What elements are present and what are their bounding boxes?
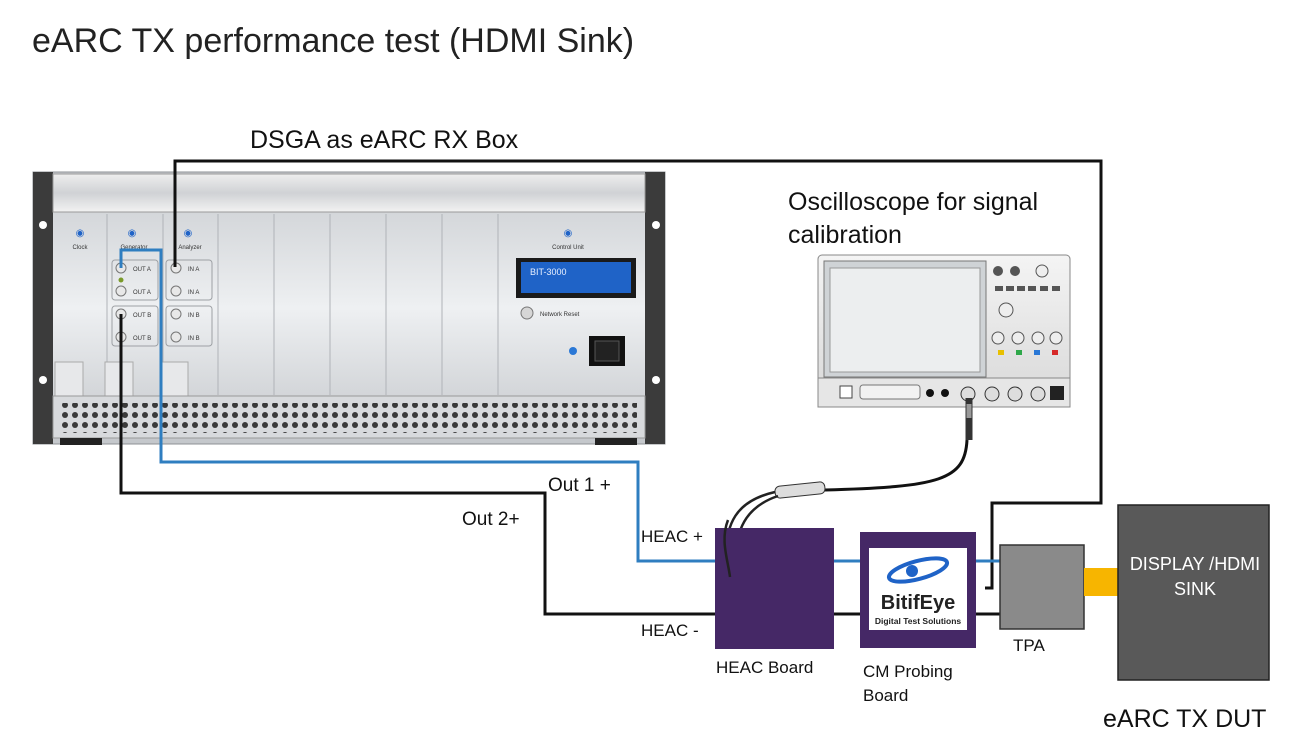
module-logo-icon: ◉ (184, 228, 193, 239)
probe-cable (824, 439, 969, 492)
gen-port-label: OUT A (133, 290, 151, 296)
bitifeye-swirl-icon (886, 556, 950, 584)
module-label-clock: Clock (72, 245, 88, 251)
ana-port-label: IN A (188, 290, 199, 296)
black-cable-out2 (119, 314, 715, 616)
out2-label: Out 2+ (462, 509, 520, 530)
earc-tx-dut-label: eARC TX DUT (1103, 705, 1267, 733)
module-logo-icon: ◉ (76, 228, 85, 239)
ana-port-label: IN B (188, 313, 200, 319)
bitifeye-brand-text: BitifEye (881, 592, 955, 614)
probe-tip (774, 481, 826, 499)
control-unit-label: Control Unit (552, 245, 584, 251)
heac-minus-label: HEAC - (641, 621, 699, 640)
cm-probing-board-label: CM Probing Board (863, 662, 953, 705)
display-hdmi-sink (1117, 504, 1270, 681)
heac-board-label: HEAC Board (716, 658, 814, 677)
ana-port-label: IN B (188, 336, 200, 342)
tpa-label: TPA (1013, 636, 1045, 655)
page-title: eARC TX performance test (HDMI Sink) (32, 22, 635, 60)
vent-grille (62, 403, 637, 433)
heac-board (715, 528, 834, 649)
tpa-box (999, 544, 1085, 630)
ana-port-label: IN A (188, 267, 199, 273)
black-cable-rx (173, 159, 1103, 590)
bitifeye-tagline: Digital Test Solutions (875, 616, 962, 626)
gen-port-label: OUT A (133, 267, 151, 273)
module-label-generator: Generator (120, 245, 147, 251)
out1-label: Out 1 + (548, 475, 611, 496)
oscilloscope-label: Oscilloscope for signal calibration (788, 188, 1039, 249)
power-led-icon (569, 347, 577, 355)
rack-screw (39, 376, 47, 384)
gen-port-label: OUT B (133, 313, 151, 319)
network-reset-button-icon (520, 306, 534, 320)
heac-plus-label: HEAC + (641, 527, 703, 546)
module-logo-icon: ◉ (564, 228, 573, 239)
dsga-rack: ◉ ◉ ◉ ◉ Clock Generator Analyzer Control… (32, 171, 666, 445)
lcd-text: BIT-3000 (530, 267, 567, 277)
gen-port-label: OUT B (133, 336, 151, 342)
lcd-display (521, 262, 631, 293)
rack-screw (39, 221, 47, 229)
blue-cable-out1 (119, 248, 715, 563)
display-label: DISPLAY /HDMI SINK (1129, 554, 1261, 599)
dsga-label: DSGA as eARC RX Box (250, 126, 519, 154)
oscilloscope (817, 254, 1071, 408)
module-label-analyzer: Analyzer (178, 245, 201, 251)
rack-screw (652, 376, 660, 384)
hdmi-connector (1084, 568, 1119, 596)
module-logo-icon: ◉ (128, 228, 137, 239)
network-reset-label: Network Reset (540, 312, 580, 318)
rack-screw (652, 221, 660, 229)
